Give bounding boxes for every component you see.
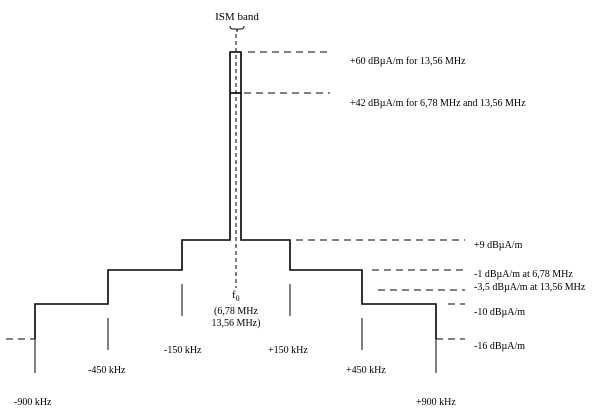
freq-label-p450: +450 kHz: [346, 365, 386, 376]
center-frequency-label: f0: [232, 289, 240, 303]
freq-label-p150: +150 kHz: [268, 345, 308, 356]
level-label-9: +9 dBµA/m: [474, 240, 523, 251]
freq-label-m150: -150 kHz: [164, 345, 202, 356]
center-frequency-line2: 13,56 MHz): [212, 318, 261, 329]
freq-label-m900: -900 kHz: [14, 397, 52, 408]
level-label-1: -1 dBµA/m at 6,78 MHz: [474, 269, 573, 280]
freq-label-m450: -450 kHz: [88, 365, 126, 376]
center-frequency-line1: (6,78 MHz: [214, 306, 258, 317]
ism-band-title: ISM band: [215, 11, 259, 23]
ism-band-brace: [229, 25, 245, 33]
level-label-16: -16 dBµA/m: [474, 341, 525, 352]
level-label-42: +42 dBµA/m for 6,78 MHz and 13,56 MHz: [350, 98, 526, 109]
level-label-60: +60 dBµA/m for 13,56 MHz: [350, 56, 466, 67]
freq-label-p900: +900 kHz: [416, 397, 456, 408]
level-label-10: -10 dBµA/m: [474, 307, 525, 318]
level-label-3-5: -3,5 dBµA/m at 13,56 MHz: [474, 282, 586, 293]
